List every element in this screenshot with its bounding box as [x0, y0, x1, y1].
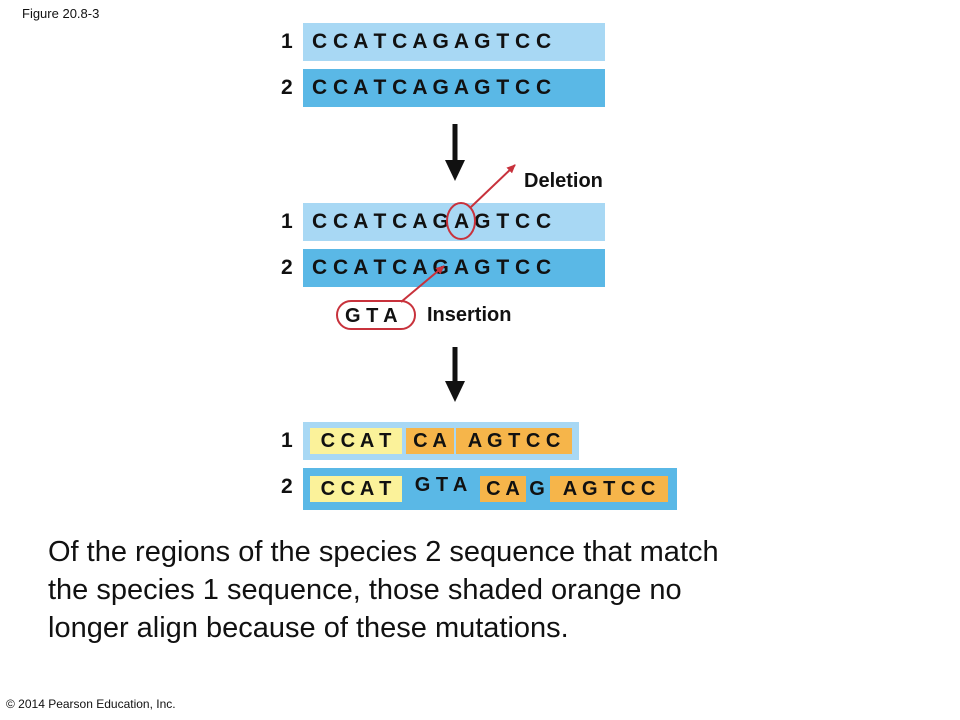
stage3-row2-segment-4: G [529, 478, 545, 500]
stage3-row1-segment-1: C C A T [310, 428, 402, 454]
stage2-row1-seq-before: C C A T C A [312, 210, 433, 233]
down-arrow-icon [445, 347, 465, 402]
stage2-row1-strip: C C A T C A G A G T C C [303, 203, 605, 241]
deleted-base: G [432, 210, 449, 233]
stage1-row2-sequence: C C A T C A G A G T C C [312, 76, 552, 99]
copyright: © 2014 Pearson Education, Inc. [6, 697, 176, 711]
stage3-row2-number: 2 [281, 475, 293, 498]
deletion-label: Deletion [524, 170, 603, 192]
figure-label: Figure 20.8-3 [22, 6, 100, 21]
stage1-row2-number: 2 [281, 76, 293, 99]
caption-line-2: the species 1 sequence, those shaded ora… [48, 574, 682, 606]
stage2-row2-strip: C C A T C A G A G T C C [303, 249, 605, 287]
stage3-row2-segment-1: C C A T [310, 476, 402, 502]
stage2-row1-seq-after: A G T C C [448, 210, 552, 233]
stage2-row2-sequence: C C A T C A G A G T C C [312, 256, 552, 279]
stage2-row1-number: 1 [281, 210, 293, 233]
insertion-sequence: G T A [345, 305, 398, 327]
stage3-row1-segment-2: C A [406, 428, 454, 454]
stage3-row2-segment-3: C A [480, 476, 526, 502]
deletion-arrow-icon [470, 164, 516, 208]
stage1-row2-strip: C C A T C A G A G T C C [303, 69, 605, 107]
down-arrow-icon [445, 124, 465, 181]
stage3-row1-number: 1 [281, 429, 293, 452]
caption-line-1: Of the regions of the species 2 sequence… [48, 536, 719, 568]
stage1-row1-strip: C C A T C A G A G T C C [303, 23, 605, 61]
stage1-row1-sequence: C C A T C A G A G T C C [312, 30, 552, 53]
stage3-row2-segment-2: G T A [414, 474, 468, 496]
caption: Of the regions of the species 2 sequence… [48, 533, 928, 647]
stage3-row1-segment-3: A G T C C [456, 428, 572, 454]
stage3-row2-segment-5: A G T C C [550, 476, 668, 502]
stage2-row2-number: 2 [281, 256, 293, 279]
stage2-row1-sequence: C C A T C A G A G T C C [303, 203, 605, 241]
caption-line-3: longer align because of these mutations. [48, 612, 569, 644]
stage1-row1-number: 1 [281, 30, 293, 53]
insertion-label: Insertion [427, 304, 512, 326]
